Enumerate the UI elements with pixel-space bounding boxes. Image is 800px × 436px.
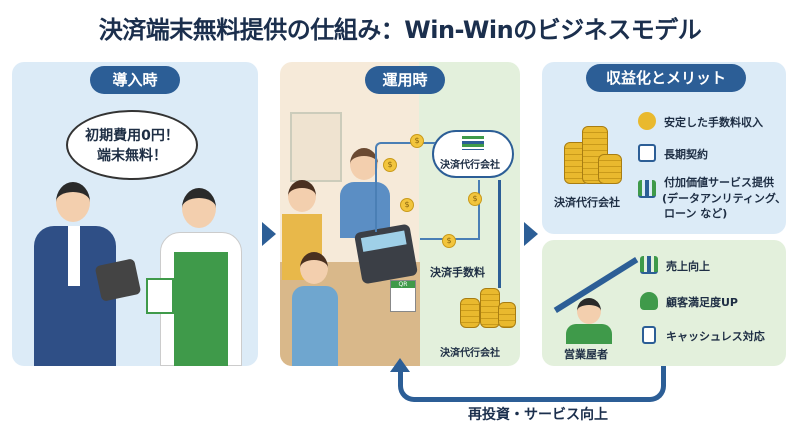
benefit-value-added-detail-1: (データアンリティング、 <box>662 192 787 205</box>
merchant-avatar <box>564 298 614 344</box>
coin-icon: $ <box>410 134 424 148</box>
flow-arrows <box>375 142 435 232</box>
speech-line-2: 端末無料！ <box>97 148 167 164</box>
merchant-name: 営業屋者 <box>564 348 608 361</box>
qr-stand-icon <box>146 278 174 314</box>
heart-hands-icon <box>640 292 658 310</box>
operation-label: 運用時 <box>365 66 445 94</box>
coin-stack-icon <box>498 302 516 328</box>
coins-label: 決済代行会社 <box>440 348 500 359</box>
arrow-right-icon <box>524 222 538 246</box>
company-logo-icon <box>462 136 484 150</box>
return-arrows <box>420 180 480 240</box>
cashier-illustration <box>340 148 390 238</box>
benefit-sales-up: 売上向上 <box>666 260 710 273</box>
customer-phone-illustration <box>292 252 338 366</box>
coin-icon: $ <box>442 234 456 248</box>
panel-benefits-company: 収益化とメリット 決済代行会社 安定した手数料収入 長期契約 付加価値サービス提… <box>542 62 786 234</box>
fee-label: 決済手数料 <box>430 266 485 279</box>
speech-line-1: 初期費用0円！ <box>85 128 179 144</box>
panel-operation: 運用時 QR 決済代行会社 $ $ $ $ $ 決済手数料 決済代行会社 <box>280 62 520 366</box>
qr-label: QR <box>391 281 415 288</box>
benefit-cashless: キャッシュレス対応 <box>666 330 765 343</box>
reinvestment-loop-arrow <box>398 366 666 402</box>
page-title: 決済端末無料提供の仕組み：Win-Winのビジネスモデル <box>98 16 702 44</box>
qr-stand-icon: QR <box>390 280 416 312</box>
payment-terminal-icon <box>353 223 419 285</box>
panel-benefits-merchant: 営業屋者 売上向上 顧客満足度UP キャッシュレス対応 <box>542 240 786 366</box>
cloud-label: 決済代行会社 <box>440 160 500 171</box>
merchant-illustration <box>152 188 252 366</box>
payment-terminal-icon <box>94 258 142 302</box>
coin-stack-icon <box>460 298 480 328</box>
arrow-right-icon <box>262 222 276 246</box>
panel-introduction: 導入時 初期費用0円！ 端末無料！ <box>12 62 258 366</box>
coins-icon <box>638 112 656 130</box>
benefit-stable-fee: 安定した手数料収入 <box>664 116 763 129</box>
coin-stack-icon <box>480 288 500 328</box>
phone-check-icon <box>642 326 656 344</box>
calendar-icon <box>638 144 656 162</box>
benefit-value-added-detail-2: ローン など) <box>664 207 728 220</box>
speech-bubble: 初期費用0円！ 端末無料！ <box>66 110 198 180</box>
shelf-illustration <box>290 112 342 182</box>
loop-label: 再投資・サービス向上 <box>468 407 608 423</box>
loop-arrow-head-icon <box>390 358 410 372</box>
benefit-long-contract: 長期契約 <box>664 148 708 161</box>
benefits-label: 収益化とメリット <box>586 64 746 92</box>
company-name: 決済代行会社 <box>554 196 620 209</box>
benefit-customer-satisfaction: 顧客満足度UP <box>666 296 738 309</box>
coin-icon: $ <box>400 198 414 212</box>
coin-icon: $ <box>383 158 397 172</box>
benefit-value-added: 付加価値サービス提供 <box>664 176 774 189</box>
coin-icon: $ <box>468 192 482 206</box>
coin-stack-icon <box>598 154 622 184</box>
chart-icon <box>638 180 656 198</box>
sales-chart-icon <box>640 256 658 274</box>
down-arrow-icon <box>498 180 501 288</box>
introduction-label: 導入時 <box>90 66 180 94</box>
